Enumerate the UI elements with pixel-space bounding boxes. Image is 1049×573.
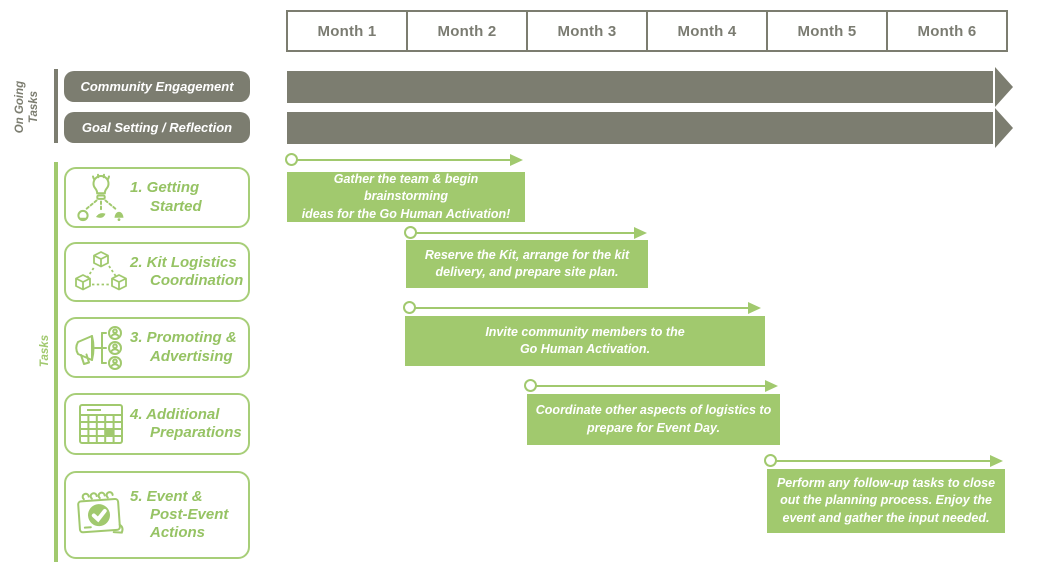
- cubes-icon: [72, 251, 130, 293]
- task-card-promoting-advertising: 3. Promoting & Advertising: [64, 317, 250, 378]
- month-header-cell: Month 4: [646, 10, 768, 52]
- arrow-right-icon: [748, 301, 761, 314]
- gantt-bar-additional-preparations: Coordinate other aspects of logistics to…: [527, 394, 780, 445]
- task-card-additional-preparations: 4. Additional Preparations: [64, 393, 250, 455]
- calendar-check-icon: [72, 488, 130, 542]
- month-header-cell: Month 5: [766, 10, 888, 52]
- ongoing-task-pill-community-engagement: Community Engagement: [64, 71, 250, 102]
- tasks-section-label: Tasks: [38, 334, 51, 368]
- month-header-cell: Month 2: [406, 10, 528, 52]
- ongoing-tasks-section-label: On Going Tasks: [13, 80, 40, 134]
- month-header: Month 1 Month 2 Month 3 Month 4 Month 5 …: [286, 10, 1008, 52]
- timeline-connector-line: [296, 158, 510, 162]
- gantt-bar-promoting-advertising: Invite community members to the Go Human…: [405, 316, 765, 366]
- arrow-right-icon: [634, 226, 647, 239]
- ongoing-task-pill-goal-setting: Goal Setting / Reflection: [64, 112, 250, 143]
- timeline-connector-line: [414, 306, 748, 310]
- tasks-section-divider-line: [54, 162, 58, 562]
- arrow-right-icon: [995, 67, 1013, 107]
- task-card-title: 4. Additional Preparations: [130, 405, 242, 441]
- arrow-right-icon: [510, 153, 523, 166]
- gantt-bar-getting-started: Gather the team & begin brainstorming id…: [287, 172, 525, 222]
- idea-brainstorm-icon: [72, 173, 130, 223]
- month-header-cell: Month 1: [286, 10, 408, 52]
- arrow-right-icon: [990, 454, 1003, 467]
- task-card-kit-logistics: 2. Kit Logistics Coordination: [64, 242, 250, 302]
- ongoing-section-divider-line: [54, 69, 58, 143]
- task-card-title: 5. Event & Post-Event Actions: [130, 487, 229, 542]
- task-card-title: 3. Promoting & Advertising: [130, 329, 237, 365]
- month-header-cell: Month 6: [886, 10, 1008, 52]
- calendar-grid-icon: [72, 402, 130, 446]
- arrow-right-icon: [995, 108, 1013, 148]
- timeline-connector-line: [775, 459, 990, 463]
- megaphone-audience-icon: [72, 322, 130, 374]
- timeline-connector-line: [535, 384, 765, 388]
- ongoing-bar-community-engagement: [287, 71, 993, 103]
- task-card-getting-started: 1. Getting Started: [64, 167, 250, 228]
- task-card-title: 1. Getting Started: [130, 179, 202, 215]
- month-header-cell: Month 3: [526, 10, 648, 52]
- gantt-bar-event-post-event: Perform any follow-up tasks to close out…: [767, 469, 1005, 533]
- ongoing-bar-goal-setting: [287, 112, 993, 144]
- arrow-right-icon: [765, 379, 778, 392]
- task-card-event-post-event: 5. Event & Post-Event Actions: [64, 471, 250, 559]
- gantt-bar-kit-logistics: Reserve the Kit, arrange for the kit del…: [406, 240, 648, 288]
- timeline-connector-line: [415, 231, 634, 235]
- task-card-title: 2. Kit Logistics Coordination: [130, 253, 244, 289]
